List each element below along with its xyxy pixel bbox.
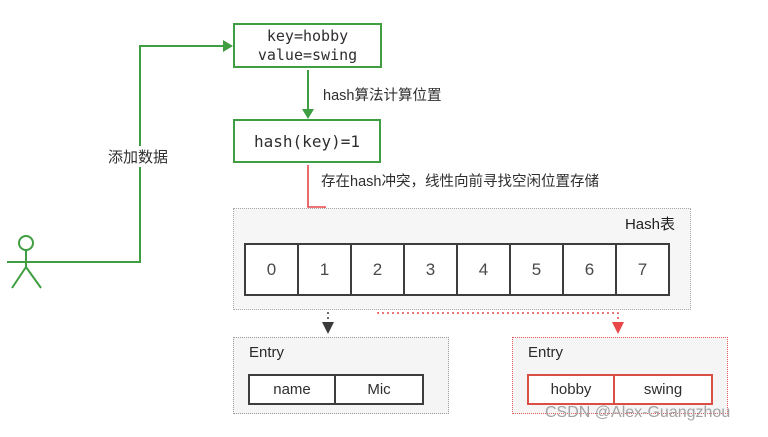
hash-result-text: hash(key)=1: [254, 131, 360, 151]
arrowhead-down-icon: [322, 322, 334, 334]
actor-icon: [7, 235, 45, 289]
table-cell-3: 3: [403, 243, 458, 296]
table-cell-0: 0: [244, 243, 299, 296]
entry-title: Entry: [249, 344, 285, 361]
add-data-label: 添加数据: [106, 146, 171, 167]
arrowhead-right-icon: [223, 40, 233, 52]
entry-key-value-row: name Mic: [248, 374, 424, 405]
entry-key-value-row: hobby swing: [527, 374, 713, 405]
key-value-box: key=hobby value=swing: [233, 23, 382, 68]
cell2-to-entry-connector: [377, 297, 619, 323]
hash-table-title: Hash表: [624, 216, 675, 233]
entry-key-cell: hobby: [527, 374, 615, 405]
table-cell-7: 7: [615, 243, 670, 296]
entry-title: Entry: [528, 344, 564, 361]
table-cell-1: 1: [297, 243, 352, 296]
entry-key-cell: name: [248, 374, 336, 405]
hash-result-box: hash(key)=1: [233, 119, 381, 163]
hash-step-label: hash算法计算位置: [323, 88, 442, 104]
key-line: key=hobby: [266, 26, 349, 45]
table-cell-4: 4: [456, 243, 511, 296]
value-line: value=swing: [257, 45, 358, 64]
table-cell-6: 6: [562, 243, 617, 296]
arrowhead-down-icon: [612, 322, 624, 334]
collision-label: 存在hash冲突，线性向前寻找空闲位置存储: [321, 174, 599, 190]
entry-value-cell: Mic: [334, 374, 424, 405]
entry-panel-existing: Entry name Mic: [233, 337, 449, 414]
table-cell-2: 2: [350, 243, 405, 296]
arrowhead-down-icon: [302, 109, 314, 119]
hash-table-cells: 0 1 2 3 4 5 6 7: [244, 243, 670, 296]
entry-value-cell: swing: [613, 374, 713, 405]
entry-panel-new: Entry hobby swing: [512, 337, 728, 414]
table-cell-5: 5: [509, 243, 564, 296]
watermark-text: CSDN @Alex-Guangzhou: [545, 404, 731, 421]
